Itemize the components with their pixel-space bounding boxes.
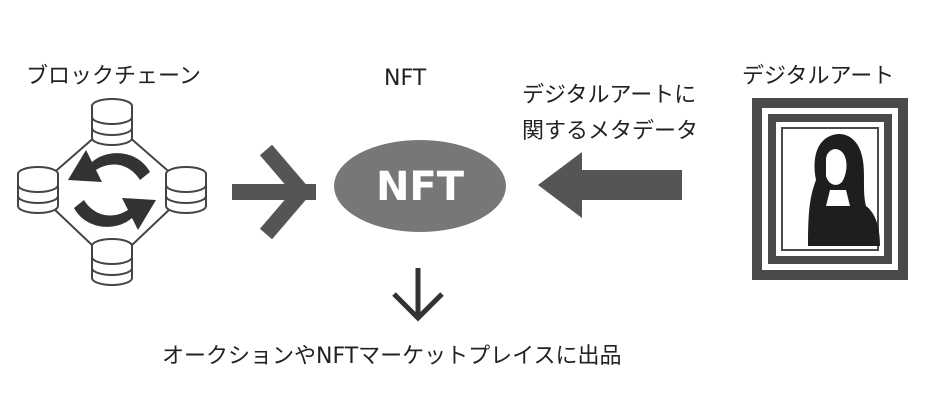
arrow-metadata-to-nft [538, 152, 682, 218]
digital-art-label: デジタルアート [742, 64, 895, 89]
exchange-arrows-icon [68, 150, 156, 230]
digital-art-picture [752, 98, 908, 280]
nft-node-text: NFT [376, 164, 465, 210]
metadata-label: デジタルアートに 関するメタデータ [522, 78, 698, 150]
database-icon-top [91, 98, 133, 146]
nft-label: NFT [384, 66, 427, 91]
blockchain-label: ブロックチェーン [26, 64, 201, 89]
database-icon-bottom [91, 238, 133, 286]
metadata-label-line2: 関するメタデータ [522, 119, 699, 144]
metadata-label-line1: デジタルアートに [522, 83, 697, 108]
nft-node: NFT [334, 140, 506, 232]
database-icon-left [17, 166, 59, 214]
arrow-blockchain-to-nft [232, 144, 316, 240]
database-icon-right [165, 166, 207, 214]
arrow-down-to-marketplace [392, 268, 444, 322]
blockchain-network [17, 98, 207, 286]
marketplace-label: オークションやNFTマーケットプレイスに出品 [162, 344, 622, 369]
